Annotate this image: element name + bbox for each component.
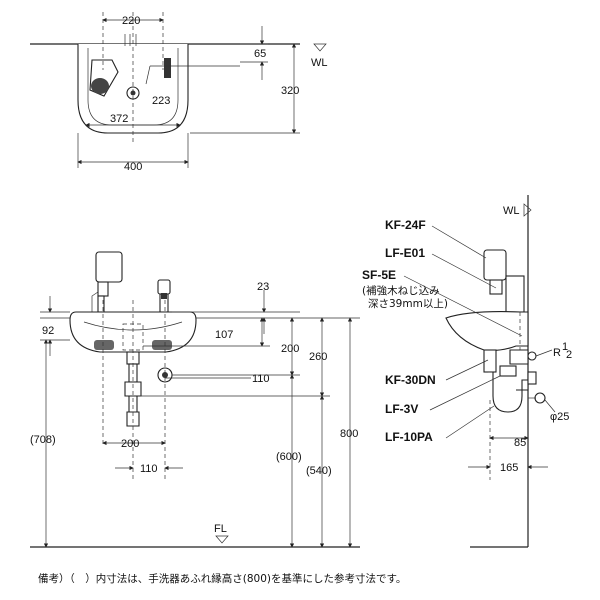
dim-260: 260 bbox=[309, 351, 327, 363]
dim-372: 372 bbox=[110, 113, 128, 125]
dim-600: (600) bbox=[276, 451, 302, 463]
dim-708: (708) bbox=[30, 434, 56, 446]
dim-85: 85 bbox=[514, 437, 526, 449]
dim-220: 220 bbox=[122, 15, 140, 27]
tank-side bbox=[483, 249, 507, 281]
dim-800: 800 bbox=[340, 428, 358, 440]
label-lf10pa: LF-10PA bbox=[385, 430, 433, 444]
dim-540: (540) bbox=[306, 465, 332, 477]
sf5e-note-2: 深さ39mm以上) bbox=[368, 298, 448, 310]
dim-200-vertical: 200 bbox=[281, 343, 299, 355]
dim-223: 223 bbox=[152, 95, 170, 107]
footnote: 備考）（ ）内寸法は、手洗器あふれ縁高さ(800)を基準にした参考寸法です。 bbox=[38, 572, 406, 585]
dim-165: 165 bbox=[500, 462, 518, 474]
r-half-den: 2 bbox=[566, 349, 572, 361]
front-view: 23 92 107 200 260 110 (708) 200 110 (60 bbox=[30, 251, 360, 548]
tank-knob bbox=[91, 78, 109, 94]
label-kf24f: KF-24F bbox=[385, 218, 426, 232]
phi25-label: φ25 bbox=[550, 411, 569, 423]
r-half-label: R bbox=[553, 347, 561, 359]
label-sf5e: SF-5E bbox=[362, 268, 396, 282]
dim-110-horizontal: 110 bbox=[252, 373, 270, 385]
dim-200-horizontal: 200 bbox=[121, 438, 139, 450]
wl-side-label: WL bbox=[503, 205, 520, 217]
dim-23: 23 bbox=[257, 281, 269, 293]
label-kf30dn: KF-30DN bbox=[385, 373, 436, 387]
faucet-front bbox=[157, 279, 171, 295]
label-lfe01: LF-E01 bbox=[385, 246, 425, 260]
dim-110-bottom: 110 bbox=[140, 463, 158, 475]
dim-320: 320 bbox=[281, 85, 299, 97]
fl-marker bbox=[215, 535, 229, 544]
wl-top-label: WL bbox=[311, 57, 328, 69]
dim-107: 107 bbox=[215, 329, 233, 341]
basin-side bbox=[445, 311, 529, 352]
wl-marker-top bbox=[313, 43, 327, 52]
fl-label: FL bbox=[214, 523, 227, 535]
top-view: 220 65 320 WL 223 372 400 bbox=[30, 12, 328, 173]
dim-400: 400 bbox=[124, 161, 142, 173]
sf5e-note-1: (補強木ねじ込み bbox=[362, 284, 440, 297]
side-view: WL R 1 2 φ25 KF-24F LF-E01 SF-5E (補強木ねじ込… bbox=[362, 195, 572, 548]
label-lf3v: LF-3V bbox=[385, 402, 418, 416]
faucet-top bbox=[164, 58, 171, 78]
wl-marker-side bbox=[523, 203, 532, 217]
tank-front bbox=[95, 251, 123, 283]
dim-92: 92 bbox=[42, 325, 54, 337]
r-half-num: 1 bbox=[562, 341, 568, 353]
dim-65: 65 bbox=[254, 48, 266, 60]
